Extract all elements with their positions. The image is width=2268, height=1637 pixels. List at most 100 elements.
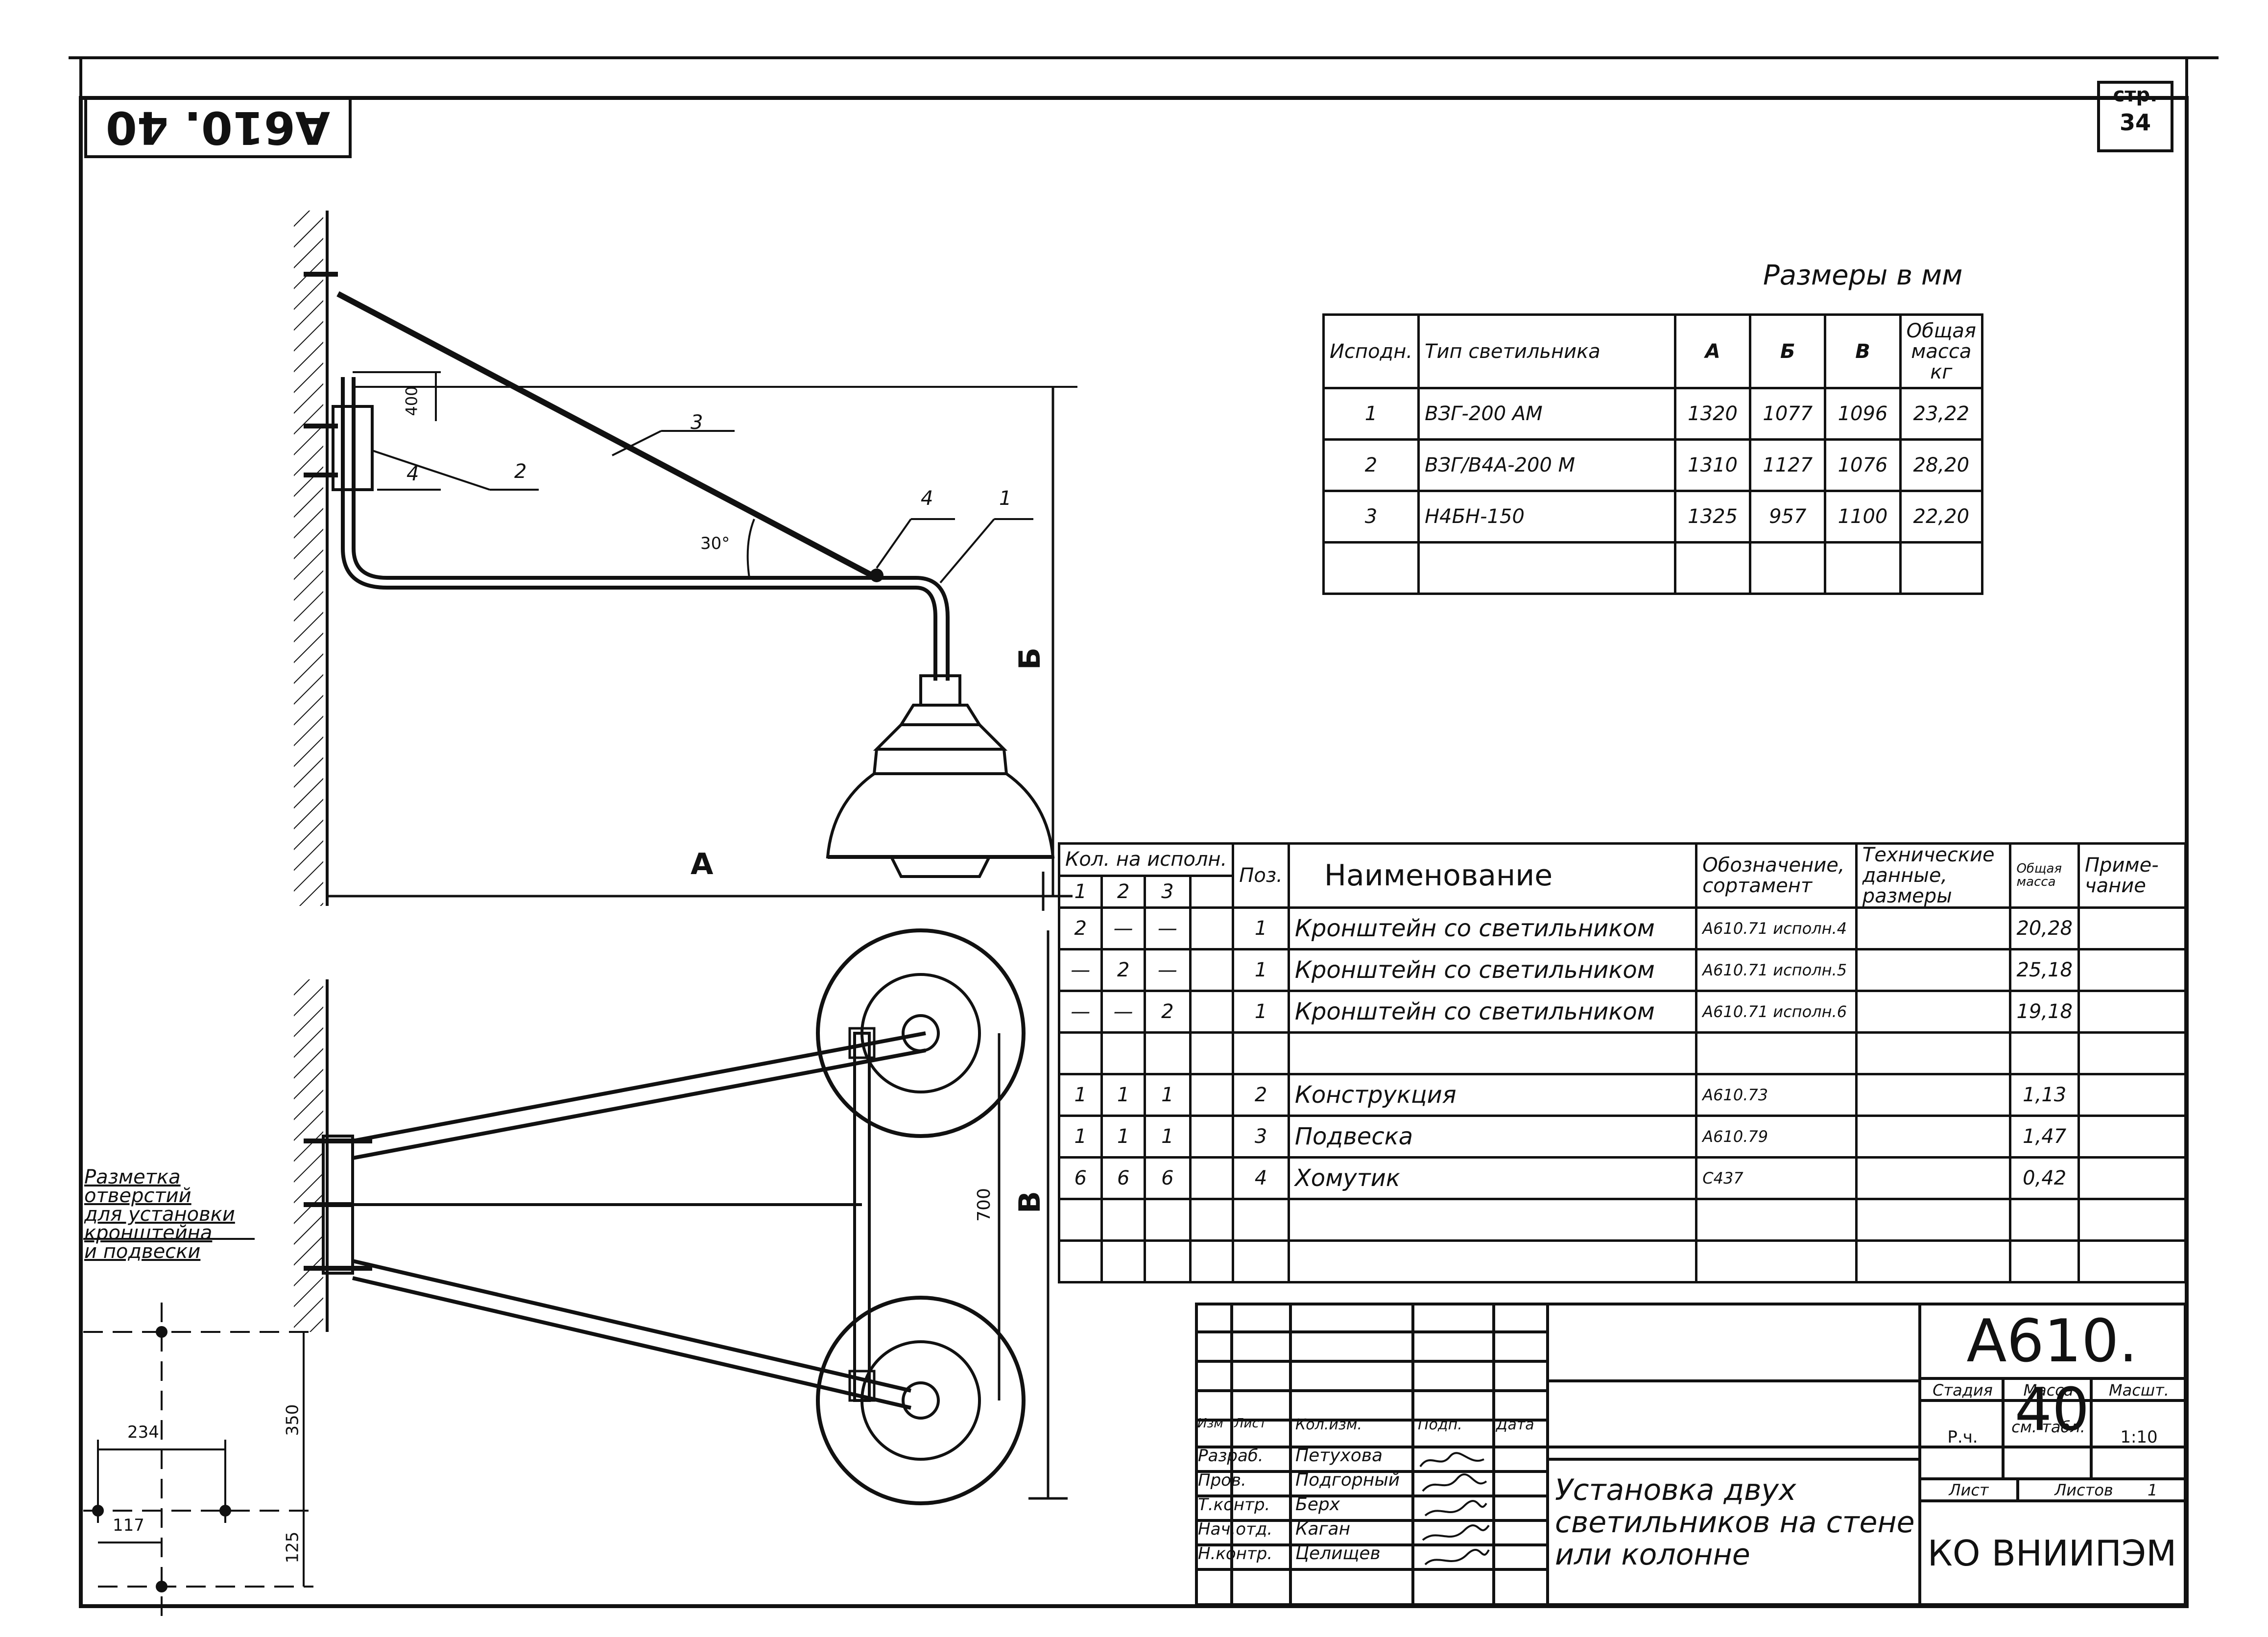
spec-cell-q1: 6 [1057, 1156, 1103, 1200]
spec-cell-pos: 4 [1232, 1156, 1290, 1200]
role-checker: Пров. [1198, 1471, 1246, 1490]
spec-cell-q1 [1057, 1198, 1103, 1242]
spec-cell-q2: 1 [1100, 1115, 1146, 1159]
variants-row: 2 ВЗГ/В4А-200 М 1310 1127 1076 28,20 [1322, 438, 1984, 492]
spec-cell-name: Хомутик [1287, 1156, 1698, 1200]
spec-header-designation: Обозначение, сортамент [1695, 842, 1858, 909]
spec-cell-pos: 1 [1232, 906, 1290, 950]
title-roles: Разраб. Пров. Т.контр. Нач.отд. Н.контр. [1198, 1444, 1289, 1566]
sheets-value: 1 [2148, 1481, 2158, 1499]
page-number-box [2097, 81, 2173, 152]
spec-cell-tech [1855, 1156, 2012, 1200]
spec-cell-q3 [1143, 1239, 1192, 1283]
mass-label: Масса [2023, 1381, 2074, 1400]
spec-cell-note [2077, 948, 2187, 992]
spec-cell-mass: 1,47 [2009, 1115, 2080, 1159]
spec-cell-q2: 6 [1100, 1156, 1146, 1200]
spec-header-note: Приме-чание [2077, 842, 2187, 909]
variants-header-b: Б [1749, 313, 1827, 389]
sheet-label: Лист [1949, 1481, 1989, 1499]
spec-cell-mass: 25,18 [2009, 948, 2080, 992]
spec-row [1057, 1239, 2187, 1283]
spec-cell-note [2077, 1156, 2187, 1200]
wall-hatching-bottom [294, 979, 323, 1332]
spec-row [1057, 1198, 2187, 1242]
spec-cell-note [2077, 990, 2187, 1034]
title-block-grid [1195, 1303, 2187, 1606]
name-tech-control: Берх [1295, 1495, 1340, 1515]
spec-cell-q3 [1143, 1198, 1192, 1242]
spec-cell-q3: 2 [1143, 990, 1192, 1034]
spec-header-name: Наименование [1287, 842, 1698, 909]
title-col-list: Лист [1234, 1416, 1266, 1431]
spec-cell-pos [1232, 1198, 1290, 1242]
spec-cell-pos [1232, 1239, 1290, 1283]
name-checker: Подгорный [1295, 1470, 1400, 1490]
plan-view [294, 928, 1068, 1505]
spec-cell-name: Кронштейн со светильником [1287, 948, 1698, 992]
organization: КО ВНИИПЭМ [1927, 1533, 2177, 1574]
spec-header-qty-2: 2 [1100, 874, 1146, 909]
hole-layout [83, 1238, 313, 1616]
spec-cell-note [2077, 1239, 2187, 1283]
spec-cell-pos: 3 [1232, 1115, 1290, 1159]
spec-cell-tech [1855, 906, 2012, 950]
pos-1-label: 1 [999, 487, 1012, 510]
spec-cell-name [1287, 1239, 1698, 1283]
spec-cell-q3: 1 [1143, 1115, 1192, 1159]
pos-4-label-right: 4 [921, 487, 933, 510]
spec-cell-tech [1855, 1239, 2012, 1283]
spec-cell-note [2077, 1031, 2187, 1075]
drawing-title: Установка двух светильников на стене или… [1555, 1473, 1915, 1572]
spec-cell-name: Конструкция [1287, 1073, 1698, 1117]
spec-cell-q1: 1 [1057, 1115, 1103, 1159]
spec-cell-q4 [1189, 1115, 1235, 1159]
dim-a-label: А [691, 847, 714, 881]
name-developer: Петухова [1295, 1446, 1383, 1466]
spec-cell-desig: А610.71 исполн.5 [1695, 948, 1858, 992]
spec-cell-q4 [1189, 906, 1235, 950]
variants-header-type: Тип светильника [1417, 313, 1676, 389]
dim-234-label: 234 [127, 1423, 159, 1442]
spec-cell-mass: 20,28 [2009, 906, 2080, 950]
pos-4-label-left: 4 [406, 463, 419, 485]
spec-cell-name: Кронштейн со светильником [1287, 990, 1698, 1034]
title-col-izm: Изм [1197, 1416, 1223, 1431]
spec-header-qty-1: 1 [1057, 874, 1103, 909]
spec-cell-desig: С437 [1695, 1156, 1858, 1200]
spec-cell-q3: — [1143, 906, 1192, 950]
spec-cell-mass [2009, 1239, 2080, 1283]
spec-cell-desig: А610.71 исполн.4 [1695, 906, 1858, 950]
stage-label: Стадия [1933, 1381, 1993, 1400]
spec-cell-q3: — [1143, 948, 1192, 992]
title-col-sign: Подп. [1418, 1416, 1462, 1433]
spec-cell-desig [1695, 1239, 1858, 1283]
elevation-view [294, 211, 1077, 911]
spec-cell-q4 [1189, 948, 1235, 992]
title-col-date: Дата [1496, 1416, 1534, 1433]
code-stamp-box [84, 96, 352, 158]
scale-label: Масшт. [2109, 1381, 2169, 1400]
sheets-label: Листов [2054, 1481, 2113, 1499]
spec-cell-q2: — [1100, 906, 1146, 950]
spec-cell-q4 [1189, 1198, 1235, 1242]
spec-cell-q4 [1189, 1073, 1235, 1117]
signatures [1419, 1452, 1490, 1566]
spec-cell-q4 [1189, 1239, 1235, 1283]
spec-cell-q4 [1189, 1156, 1235, 1200]
spec-cell-q3: 6 [1143, 1156, 1192, 1200]
spec-cell-q3: 1 [1143, 1073, 1192, 1117]
spec-cell-desig [1695, 1198, 1858, 1242]
mass-value: см. табл. [2011, 1418, 2085, 1436]
variants-row [1322, 541, 1984, 595]
title-names: Петухова Подгорный Берх Каган Целищев [1295, 1444, 1413, 1566]
spec-cell-q1: 1 [1057, 1073, 1103, 1117]
spec-cell-q4 [1189, 990, 1235, 1034]
spec-header-qty: Кол. на исполн. [1057, 842, 1235, 877]
